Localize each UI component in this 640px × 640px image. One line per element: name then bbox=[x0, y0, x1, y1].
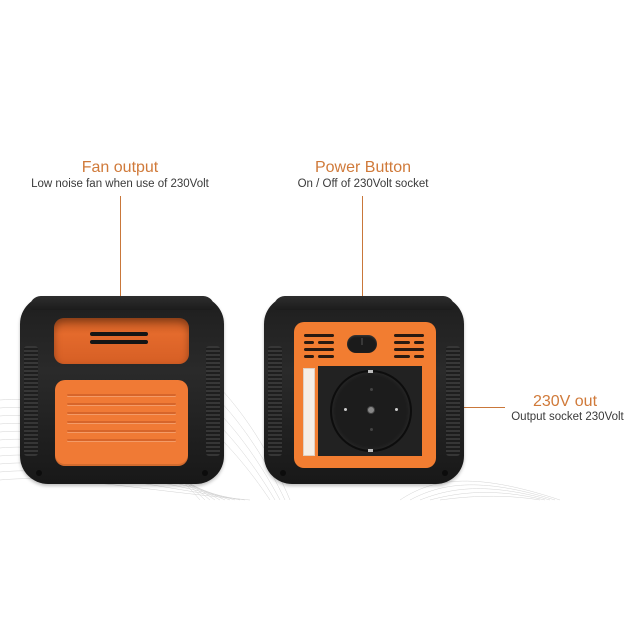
power-button[interactable] bbox=[347, 335, 377, 353]
output-230v-title: 230V out bbox=[532, 393, 598, 410]
warning-label-strip bbox=[303, 368, 315, 456]
earth-clip bbox=[368, 449, 373, 452]
right-side-ribs bbox=[446, 346, 460, 456]
vent-slot bbox=[394, 341, 410, 344]
screw-hole bbox=[442, 470, 448, 476]
earth-clip bbox=[368, 370, 373, 373]
fan-vent-insert bbox=[54, 318, 189, 364]
panel-groove bbox=[67, 403, 176, 405]
vent-slot bbox=[304, 334, 334, 337]
vent-slot bbox=[414, 355, 424, 358]
power-button-title: Power Button bbox=[314, 159, 412, 176]
fan-output-subtitle: Low noise fan when use of 230Volt bbox=[31, 178, 209, 190]
vent-slot bbox=[394, 334, 424, 337]
vent-slot bbox=[414, 341, 424, 344]
left-side-ribs bbox=[24, 346, 38, 456]
indicator-dot bbox=[370, 388, 373, 391]
fan-vent-slot bbox=[90, 340, 148, 344]
right-device-top-edge bbox=[274, 296, 454, 310]
fan-output-title: Fan output bbox=[81, 159, 159, 176]
panel-groove bbox=[67, 439, 176, 441]
screw-hole bbox=[36, 470, 42, 476]
panel-groove bbox=[67, 394, 176, 396]
panel-groove bbox=[67, 421, 176, 423]
left-side-ribs bbox=[268, 346, 282, 456]
right-side-ribs bbox=[206, 346, 220, 456]
screw-hole bbox=[202, 470, 208, 476]
vent-slot bbox=[394, 348, 424, 351]
grooved-cover-panel bbox=[55, 380, 188, 466]
power-icon bbox=[361, 338, 363, 345]
vent-slot bbox=[318, 341, 334, 344]
vent-slot bbox=[304, 355, 314, 358]
socket-plate bbox=[318, 366, 422, 456]
output-230v-subtitle: Output socket 230Volt bbox=[511, 411, 624, 423]
fan-output-leader-line bbox=[120, 196, 121, 330]
fan-vent-slot bbox=[90, 332, 148, 336]
panel-groove bbox=[67, 412, 176, 414]
panel-groove bbox=[67, 430, 176, 432]
vent-slot bbox=[318, 355, 334, 358]
vent-slot bbox=[394, 355, 410, 358]
left-device-top-edge bbox=[30, 296, 214, 310]
power-button-leader-line bbox=[362, 196, 363, 348]
pin-hole bbox=[395, 408, 398, 411]
left-device-case bbox=[20, 296, 224, 484]
center-screw bbox=[367, 406, 375, 414]
screw-hole bbox=[280, 470, 286, 476]
power-button-subtitle: On / Off of 230Volt socket bbox=[297, 178, 429, 190]
vent-slot bbox=[304, 348, 334, 351]
orange-front-frame bbox=[294, 322, 436, 468]
indicator-dot bbox=[370, 428, 373, 431]
vent-slot bbox=[304, 341, 314, 344]
schuko-socket[interactable] bbox=[330, 370, 412, 452]
right-device-case bbox=[264, 296, 464, 484]
pin-hole bbox=[344, 408, 347, 411]
